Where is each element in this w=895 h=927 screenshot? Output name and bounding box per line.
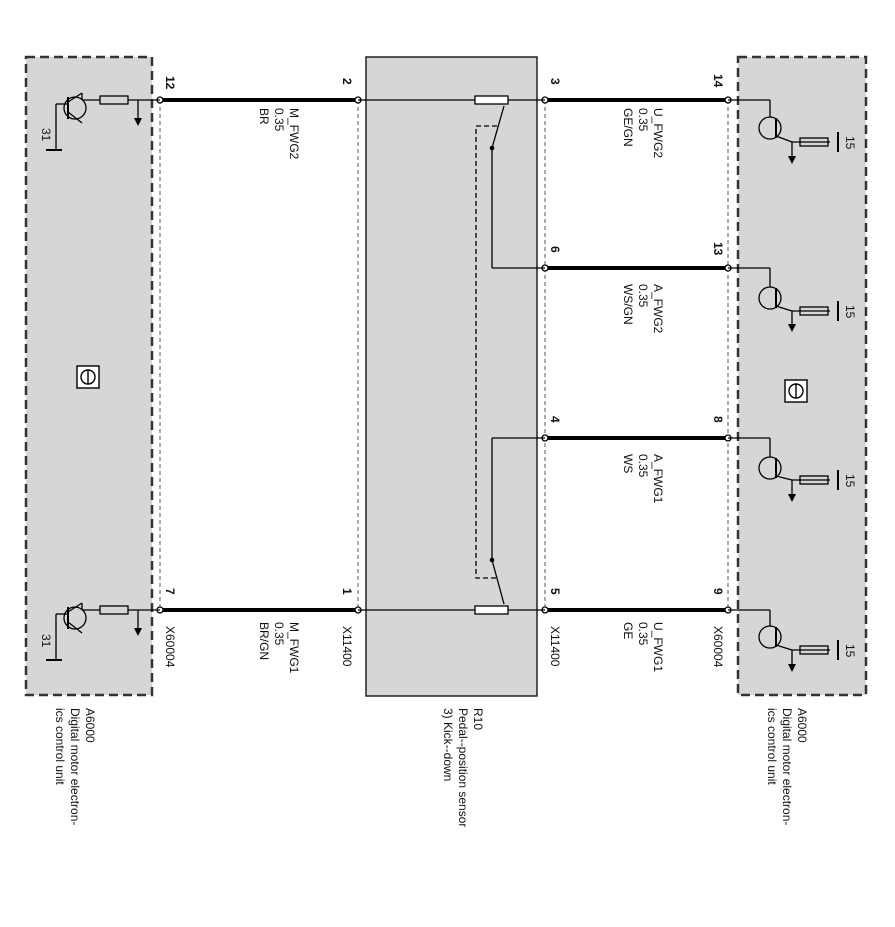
- arrow-icon: [134, 628, 142, 636]
- potentiometer-2-resistor-icon: [474, 605, 509, 615]
- caption-desc: 3) Kick--down: [441, 708, 455, 781]
- caption-desc: Pedal--position sensor: [456, 708, 470, 827]
- pin-number-sensor-2: 2: [340, 78, 354, 85]
- wire-name: M_FWG1: [287, 622, 301, 674]
- caption-desc: Digital motor electron-: [68, 708, 82, 825]
- caption-desc: ics control unit: [765, 708, 779, 785]
- pin-number-sensor-6: 6: [548, 246, 562, 253]
- wire-gauge: 0.35: [636, 622, 650, 646]
- pin-number-right-unit-9: 9: [711, 588, 725, 595]
- wire-color: BR: [257, 108, 271, 125]
- arrow-icon: [788, 324, 796, 332]
- arrow-icon: [788, 156, 796, 164]
- control-unit-symbol-icon: [76, 365, 100, 389]
- pin-number-left-unit-7: 7: [163, 588, 177, 595]
- circuit-lead: [775, 475, 793, 481]
- wire-color: WS/GN: [621, 284, 635, 325]
- pin-number-sensor-4: 4: [548, 416, 562, 423]
- transistor-icon: [67, 602, 83, 613]
- wire-name: U_FWG1: [651, 622, 665, 672]
- wire-label-m-fwg2: M_FWG2 0.35 BR: [257, 108, 301, 163]
- right-unit-circuits: [728, 99, 839, 666]
- wire-gauge: 0.35: [272, 622, 286, 646]
- caption-left-unit: A6000 Digital motor electron- ics contro…: [53, 708, 97, 829]
- pin-number-right-unit-14: 14: [711, 74, 725, 88]
- transistor-icon: [758, 456, 782, 480]
- wire-gauge: 0.35: [636, 454, 650, 478]
- supply-label: 15: [843, 136, 857, 150]
- supply-label: 15: [843, 474, 857, 488]
- pin-number-right-unit-13: 13: [711, 242, 725, 256]
- transistor-icon: [758, 116, 782, 140]
- caption-desc: Digital motor electron-: [780, 708, 794, 825]
- contact-dot: [489, 145, 495, 151]
- connector-label-sensor-left: X11400: [340, 626, 354, 667]
- transistor-icon: [758, 286, 782, 310]
- sensor-internals: [358, 95, 545, 615]
- wire-name: M_FWG2: [287, 108, 301, 160]
- pin-number-sensor-3: 3: [548, 78, 562, 85]
- supply-label: 15: [843, 644, 857, 658]
- wire-color: GE/GN: [621, 108, 635, 147]
- circuit-lead: [775, 135, 793, 143]
- wire-color: WS: [621, 454, 635, 473]
- connector-label-right-unit: X60004: [711, 626, 725, 668]
- ground-label-bottom: 31: [39, 634, 53, 648]
- connector-label-sensor-right: X11400: [548, 626, 562, 667]
- wire-gauge: 0.35: [636, 284, 650, 308]
- pin-number-sensor-1: 1: [340, 588, 354, 595]
- wire-label-a-fwg2: A_FWG2 0.35 WS/GN: [621, 284, 665, 337]
- transistor-icon: [67, 621, 83, 634]
- resistor-icon: [799, 475, 829, 485]
- right-unit-arrows: [788, 156, 796, 672]
- wire-name: U_FWG2: [651, 108, 665, 158]
- caption-sensor: R10 Pedal--position sensor 3) Kick--down: [441, 708, 485, 831]
- transistor-icon: [67, 111, 83, 124]
- resistor-icon: [799, 306, 829, 316]
- wire-gauge: 0.35: [636, 108, 650, 132]
- resistor-icon: [799, 645, 829, 655]
- circuit-lead: [775, 305, 793, 312]
- wire-name: A_FWG1: [651, 454, 665, 504]
- ground-label-top: 31: [39, 128, 53, 142]
- left-unit-circuit-bottom: [46, 602, 160, 661]
- pin-number-sensor-5: 5: [548, 588, 562, 595]
- arrow-icon: [788, 494, 796, 502]
- transistor-icon: [67, 92, 83, 103]
- wire-gauge: 0.35: [272, 108, 286, 132]
- wires: [160, 98, 728, 612]
- pin-number-right-unit-8: 8: [711, 416, 725, 423]
- control-unit-symbol-icon: [784, 379, 808, 403]
- arrow-icon: [134, 118, 142, 126]
- wire-name: A_FWG2: [651, 284, 665, 334]
- potentiometer-1-wiper-icon: [491, 105, 505, 149]
- caption-right-unit: A6000 Digital motor electron- ics contro…: [765, 708, 809, 829]
- caption-id: A6000: [795, 708, 809, 743]
- caption-id: A6000: [83, 708, 97, 743]
- circuit-lead: [775, 644, 793, 651]
- left-unit-circuit-top: [46, 92, 160, 151]
- contact-dot: [489, 557, 495, 563]
- wire-color: GE: [621, 622, 635, 639]
- pin-number-left-unit-12: 12: [163, 76, 177, 90]
- potentiometer-1-resistor-icon: [474, 95, 509, 105]
- wire-label-m-fwg1: M_FWG1 0.35 BR/GN: [257, 622, 301, 677]
- caption-desc: ics control unit: [53, 708, 67, 785]
- right-control-unit-box: [736, 55, 868, 697]
- wire-label-u-fwg2: U_FWG2 0.35 GE/GN: [621, 108, 665, 161]
- resistor-icon: [799, 137, 829, 147]
- connector-label-left-unit: X60004: [163, 626, 177, 668]
- wire-label-u-fwg1: U_FWG1 0.35 GE: [621, 622, 665, 675]
- supply-label: 15: [843, 305, 857, 319]
- wire-color: BR/GN: [257, 622, 271, 660]
- wire-label-a-fwg1: A_FWG1 0.35 WS: [621, 454, 665, 507]
- sensor-contact-dots: [489, 145, 495, 563]
- arrow-icon: [788, 664, 796, 672]
- sensor-box: [365, 56, 538, 697]
- potentiometer-2-wiper-icon: [491, 559, 505, 605]
- transistor-icon: [758, 625, 782, 649]
- caption-id: R10: [471, 708, 485, 730]
- kickdown-dashed-link: [475, 125, 497, 579]
